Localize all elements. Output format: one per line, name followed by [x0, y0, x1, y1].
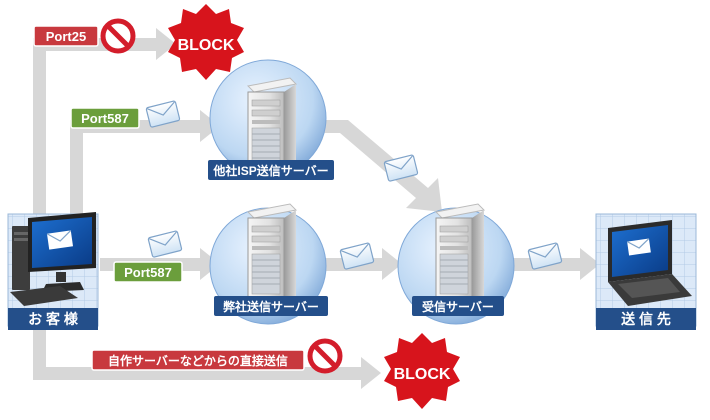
envelope-icon: [145, 100, 181, 128]
envelope-icon: [339, 242, 375, 270]
server-tower-icon: [246, 203, 298, 305]
server-tower-icon: [434, 203, 486, 305]
arrow-ours-to-receive-head: [382, 248, 402, 280]
svg-text:Port587: Port587: [81, 111, 129, 126]
customer-node: お 客 様: [7, 212, 99, 330]
svg-text:Port587: Port587: [124, 265, 172, 280]
arrow-direct-head: [361, 357, 381, 389]
svg-text:Port25: Port25: [46, 29, 86, 44]
svg-text:受信サーバー: 受信サーバー: [422, 299, 494, 314]
receive-server-node: 受信サーバー: [397, 203, 515, 325]
our-server-label: 弊社送信サーバー: [223, 299, 319, 314]
desktop-computer-icon: [10, 212, 96, 306]
trunk-upper: [33, 38, 46, 218]
laptop-computer-icon: [608, 220, 692, 306]
envelope-icon: [147, 230, 183, 258]
svg-text:お 客 様: お 客 様: [28, 311, 79, 327]
port25-badge: Port25: [33, 25, 99, 47]
destination-label: 送 信 先: [620, 311, 671, 327]
svg-text:BLOCK: BLOCK: [178, 37, 235, 54]
block-burst-bottom: BLOCK: [384, 333, 460, 409]
direct-send-badge: 自作サーバーなどからの直接送信: [91, 349, 305, 371]
arrow-port587-top-head: [200, 110, 220, 142]
arrow-receive-to-dest-head: [580, 248, 600, 280]
no-entry-icon: [100, 18, 136, 54]
port587-mid-badge: Port587: [113, 261, 183, 283]
other-isp-server-label: 他社ISP送信サーバー: [212, 163, 328, 178]
svg-text:送 信 先: 送 信 先: [620, 311, 671, 327]
svg-text:BLOCK: BLOCK: [394, 366, 451, 383]
envelope-icon: [527, 242, 563, 270]
arrow-isp-to-receive: [322, 120, 442, 212]
starburst-icon: [168, 4, 244, 80]
block-burst-top: BLOCK: [168, 4, 244, 80]
arrow-port587-top-vertical: [70, 120, 83, 220]
arrow-port25-head: [156, 28, 176, 60]
destination-node: 送 信 先: [595, 213, 697, 330]
other-isp-server-node: 他社ISP送信サーバー: [208, 59, 334, 180]
svg-text:弊社送信サーバー: 弊社送信サーバー: [223, 299, 319, 314]
svg-text:他社ISP送信サーバー: 他社ISP送信サーバー: [212, 163, 328, 178]
receive-server-label: 受信サーバー: [422, 299, 494, 314]
starburst-icon: [384, 333, 460, 409]
flow-arrows: [33, 28, 600, 389]
envelope-icon: [383, 154, 419, 182]
no-entry-icon: [307, 338, 343, 374]
port587-top-badge: Port587: [70, 107, 140, 129]
svg-text:自作サーバーなどからの直接送信: 自作サーバーなどからの直接送信: [108, 353, 288, 368]
customer-label: お 客 様: [28, 311, 79, 327]
our-server-node: 弊社送信サーバー: [209, 203, 328, 325]
